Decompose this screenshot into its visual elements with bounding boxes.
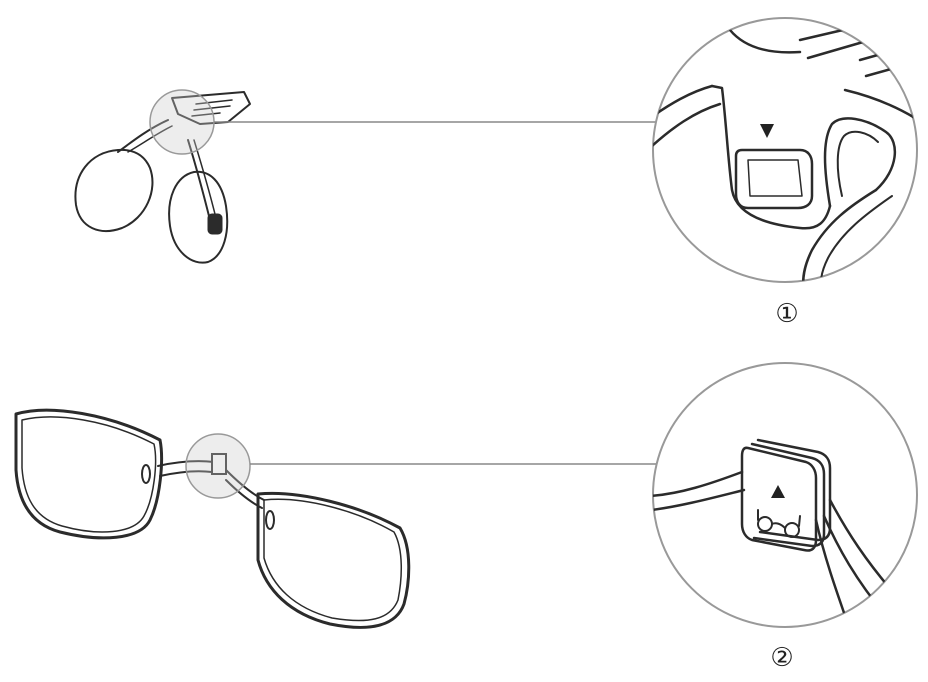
wire-connector xyxy=(207,213,223,235)
slot-square xyxy=(734,148,814,210)
lens-left-inner xyxy=(21,416,157,533)
step-number-2: ② xyxy=(770,643,794,673)
detail-indicator-2 xyxy=(185,433,251,499)
clip-plate-slot-3 xyxy=(191,112,221,117)
pad-wire-right xyxy=(187,139,211,221)
lens-left xyxy=(14,408,163,540)
lens-right-inner xyxy=(263,498,403,622)
pad-wire-right-inner xyxy=(193,139,217,219)
nose-pad-right xyxy=(168,170,229,264)
up-triangle-icon xyxy=(771,485,785,498)
bridge-wire-4 xyxy=(225,479,263,509)
clip-block-front xyxy=(740,446,818,552)
detail-indicator-1 xyxy=(149,89,215,155)
clip-plate-slot-1 xyxy=(195,99,233,105)
step-number-1: ① xyxy=(775,299,799,329)
nose-pad-left xyxy=(74,148,154,232)
step-2-illustration xyxy=(14,362,918,629)
lens-right xyxy=(256,491,411,629)
detail-view-1 xyxy=(652,17,918,283)
pad-wire-left xyxy=(117,119,169,153)
small-clip xyxy=(211,453,227,475)
pad-wire-left-inner xyxy=(127,125,173,153)
glasses-icon xyxy=(757,509,801,538)
clip-plate-slot-2 xyxy=(193,105,231,111)
bridge-wire-3 xyxy=(225,469,265,501)
step-1-illustration xyxy=(74,17,918,283)
down-triangle-icon xyxy=(760,124,774,138)
lens-left-hole xyxy=(141,464,151,484)
detail-view-2 xyxy=(652,362,918,628)
lens-right-hole xyxy=(265,510,275,530)
